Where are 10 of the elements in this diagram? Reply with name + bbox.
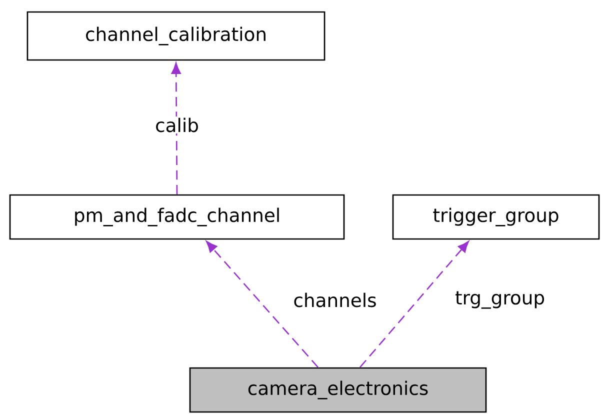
- class-box: channel_calibration: [26, 11, 326, 61]
- class-box: pm_and_fadc_channel: [9, 194, 345, 240]
- class-box: camera_electronics: [189, 367, 487, 413]
- arrow: [206, 240, 318, 368]
- edge-label: channels: [292, 291, 378, 309]
- arrow: [171, 62, 181, 194]
- arrow: [360, 240, 469, 368]
- class-box: trigger_group: [392, 194, 600, 240]
- edge-label: trg_group: [454, 290, 546, 310]
- edge-label: calib: [154, 116, 200, 134]
